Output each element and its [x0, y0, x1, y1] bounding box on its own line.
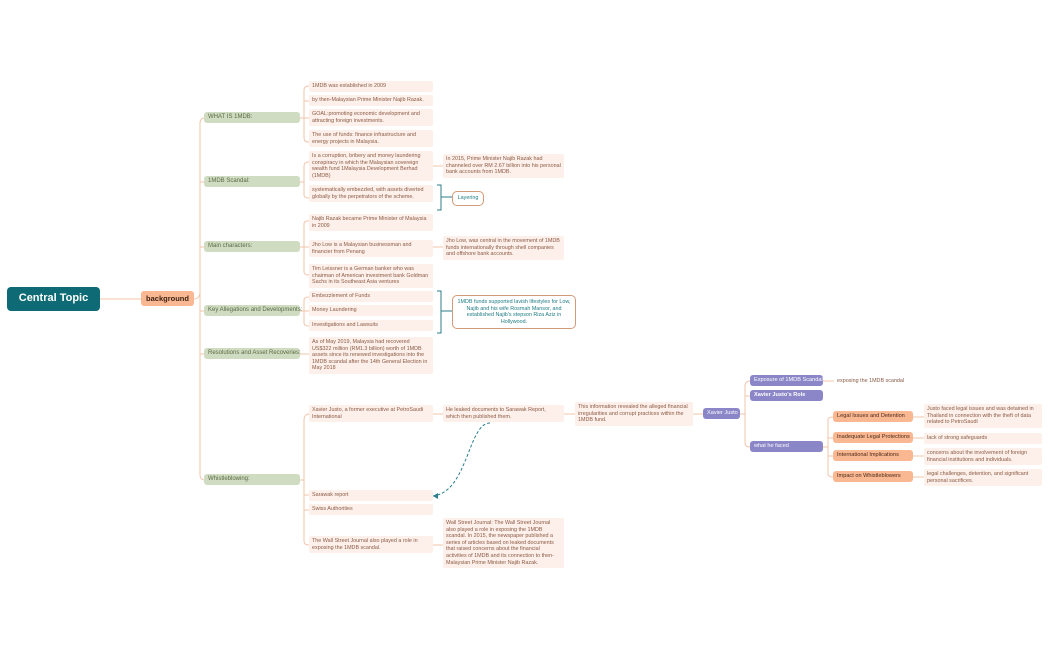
leaf-tim-leissner[interactable]: Tim Leissner is a German banker who was …	[309, 264, 433, 288]
leaf-information-revealed[interactable]: This information revealed the alleged fi…	[575, 402, 693, 426]
leaf-jho-low-detail[interactable]: Jho Low, was central in the movement of …	[443, 236, 564, 260]
leaf-asset-recovery[interactable]: As of May 2019, Malaysia had recovered U…	[309, 337, 433, 374]
leaf-established[interactable]: 1MDB was established in 2009	[309, 81, 433, 92]
leaf-protections-detail[interactable]: lack of strong safeguards	[924, 433, 1042, 444]
bracket-allegations-callout	[437, 290, 452, 334]
subtopic-scandal[interactable]: 1MDB Scandal:	[204, 176, 300, 187]
leaf-sarawak-report[interactable]: Sarawak report	[309, 490, 433, 501]
subtopic-resolutions[interactable]: Resolutions and Asset Recoveries:	[204, 348, 301, 359]
edge-whatis	[300, 85, 310, 143]
node-legal-issues[interactable]: Legal Issues and Detention	[833, 411, 913, 422]
relation-arrowhead	[433, 493, 438, 499]
subtopic-key-allegations[interactable]: Key Allegations and Developments:	[204, 305, 302, 316]
node-impact-whistleblowers[interactable]: Impact on Whistleblowers	[833, 471, 913, 482]
leaf-swiss-authorities[interactable]: Swiss Authorities	[309, 504, 433, 515]
leaf-jho-low[interactable]: Jho Low is a Malaysian businessman and f…	[309, 240, 433, 258]
text-exposing-scandal[interactable]: exposing the 1MDB scandal	[837, 378, 905, 384]
edge-faced-branches	[823, 416, 834, 478]
leaf-goal[interactable]: GOAL:promoting economic development and …	[309, 109, 433, 127]
leaf-leaked-documents[interactable]: He leaked documents to Sarawak Report, w…	[443, 405, 564, 423]
subtopic-whistleblowing[interactable]: Whistleblowing:	[204, 474, 300, 485]
leaf-wsj-detail[interactable]: Wall Street Journal: The Wall Street Jou…	[443, 518, 564, 569]
subtopic-what-is-1mdb[interactable]: WHAT IS 1MDB:	[204, 112, 300, 123]
relation-arrow-sarawak	[432, 422, 491, 497]
edge-allegations	[300, 296, 310, 327]
leaf-money-laundering[interactable]: Money Laundering	[309, 305, 433, 316]
leaf-international-detail[interactable]: concerns about the involvement of foreig…	[924, 448, 1042, 466]
edge-characters	[300, 220, 310, 276]
main-topic-background[interactable]: background	[141, 291, 194, 306]
leaf-embezzlement[interactable]: Embezzlement of Funds	[309, 291, 433, 302]
bracket-scandal-layering	[437, 184, 452, 211]
subtopic-main-characters[interactable]: Main characters:	[204, 241, 300, 252]
node-xavier-justo[interactable]: Xavier Justo	[703, 408, 740, 419]
edge-whistleblowing	[300, 413, 310, 546]
node-inadequate-protections[interactable]: Inadequate Legal Protections	[833, 432, 913, 443]
edge-xavier-branches	[740, 380, 751, 448]
callout-lavish-lifestyles[interactable]: 1MDB funds supported lavish lifestyles f…	[452, 295, 576, 330]
leaf-najib[interactable]: Najib Razak became Prime Minister of Mal…	[309, 214, 433, 232]
leaf-investigations[interactable]: Investigations and Lawsuits	[309, 320, 433, 331]
leaf-wsj-role[interactable]: The Wall Street Journal also played a ro…	[309, 536, 433, 554]
node-international-implications[interactable]: International Implications	[833, 450, 913, 461]
leaf-scandal-definition[interactable]: Is a corruption, bribery and money laund…	[309, 151, 433, 182]
leaf-scandal-detail[interactable]: In 2015, Prime Minister Najib Razak had …	[443, 154, 564, 178]
node-exposure-scandal[interactable]: Exposure of 1MDB Scandal	[750, 375, 823, 386]
leaf-use-of-funds[interactable]: The use of funds: finance infrastructure…	[309, 130, 433, 148]
node-what-he-faced[interactable]: what he faced	[750, 441, 823, 452]
node-justo-role[interactable]: Xavier Justo's Role	[750, 390, 823, 401]
leaf-impact-detail[interactable]: legal challenges, detention, and signifi…	[924, 469, 1042, 487]
edge-issues-detail	[913, 416, 924, 478]
leaf-xavier-justo-executive[interactable]: Xavier Justo, a former executive at Petr…	[309, 405, 433, 423]
leaf-legal-issues-detail[interactable]: Justo faced legal issues and was detaine…	[924, 404, 1042, 428]
central-topic[interactable]: Central Topic	[7, 287, 100, 311]
edge-background-subtopics	[193, 117, 205, 481]
callout-layering[interactable]: Layering	[452, 191, 484, 206]
edge-scandal	[300, 161, 310, 199]
leaf-scandal-embezzled[interactable]: systematically embezzled, with assets di…	[309, 185, 433, 203]
leaf-founder[interactable]: by then-Malaysian Prime Minister Najib R…	[309, 95, 433, 106]
